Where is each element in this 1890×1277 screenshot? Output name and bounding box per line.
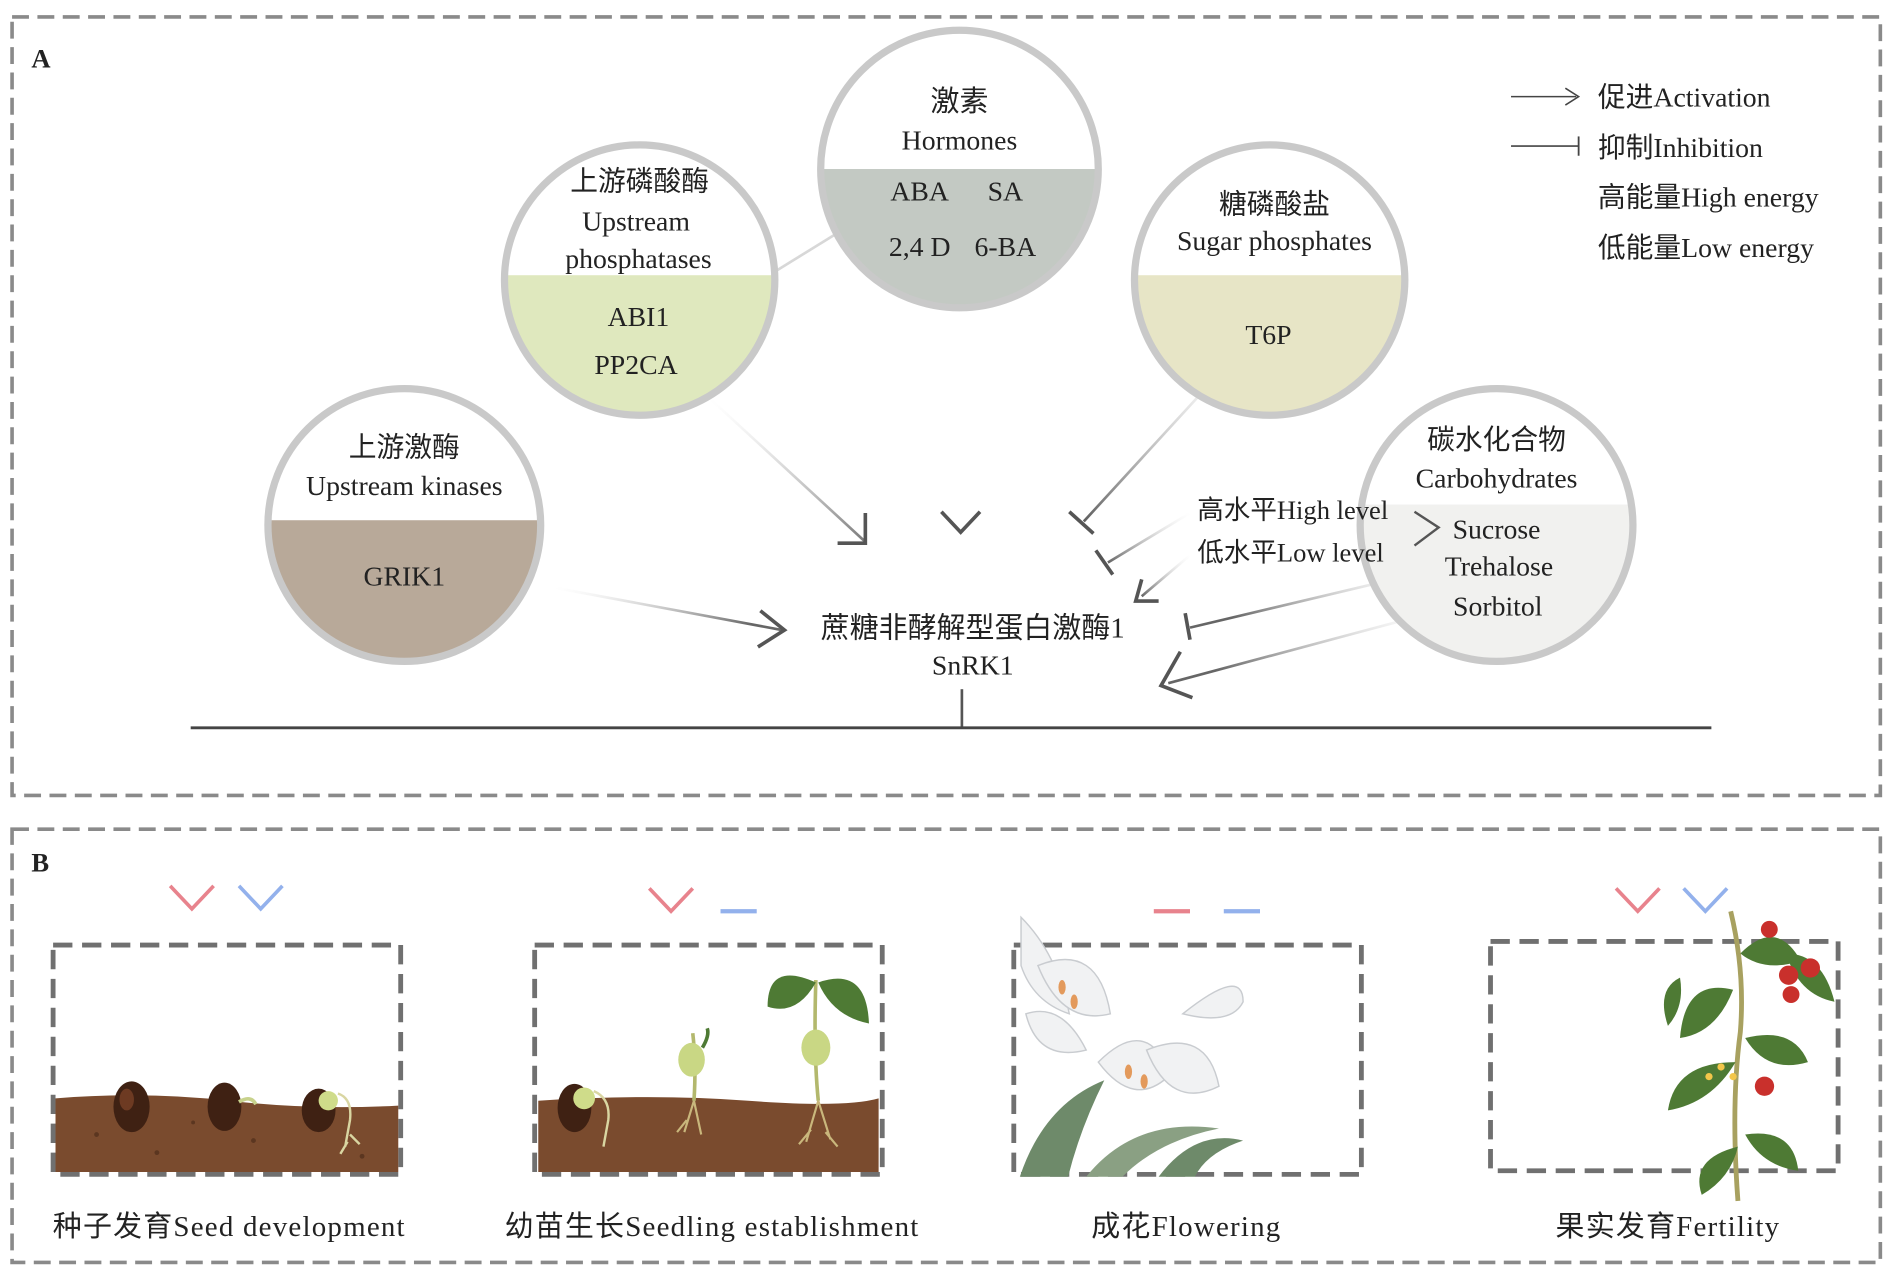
phosphatases-title-zh: 上游磷酸酶 <box>570 167 709 198</box>
tomato-plant-illustration <box>1488 910 1841 1202</box>
hormone-sa: SA <box>988 176 1023 207</box>
carbohydrate-trehalose: Trehalose <box>1445 552 1553 583</box>
sugar-phosphate-t6p: T6P <box>1245 320 1291 351</box>
legend-inhibition-bar-icon <box>1511 136 1580 156</box>
phosphatases-title-en-2: phosphatases <box>565 244 711 275</box>
hormones-to-snrk1-arrow <box>940 275 982 535</box>
carbohydrate-sucrose: Sucrose <box>1453 514 1541 545</box>
seedlings-illustration <box>532 942 885 1177</box>
flowering-low-energy-inhibition <box>1223 748 1260 914</box>
kinase-grik1: GRIK1 <box>363 561 445 592</box>
seed-low-energy-activation <box>237 748 284 912</box>
legend-activation-label: 促进Activation <box>1598 82 1771 113</box>
stage-seed-label: 种子发育Seed development <box>53 1211 406 1243</box>
high-level-inhibits-snrk1 <box>1094 511 1191 576</box>
seed-high-energy-activation <box>168 748 215 912</box>
hormone-6ba: 6-BA <box>975 232 1037 263</box>
hormones-title-zh: 激素 <box>931 86 989 118</box>
legend-inhibition-label: 抑制Inhibition <box>1598 133 1763 164</box>
legend: 促进Activation 抑制Inhibition 高能量High energy… <box>1511 82 1819 264</box>
lily-flowers-illustration <box>1011 915 1364 1177</box>
carbohydrate-sorbitol: Sorbitol <box>1453 592 1543 623</box>
low-level-label: 低水平Low level <box>1197 537 1384 567</box>
hormones-title-en: Hormones <box>902 126 1018 157</box>
sugar-phosphates-title-zh: 糖磷酸盐 <box>1219 190 1330 221</box>
panel-b-label: B <box>31 847 49 877</box>
kinases-node: 上游激酶 Upstream kinases GRIK1 <box>264 385 545 666</box>
stage-fertility-label: 果实发育Fertility <box>1556 1211 1781 1243</box>
sugar-phosphates-node: 糖磷酸盐 Sugar phosphates T6P <box>1130 141 1409 419</box>
sugar-phosphates-title-en: Sugar phosphates <box>1177 226 1372 257</box>
phosphatases-title-en-1: Upstream <box>582 207 690 238</box>
phosphatases-to-snrk1-arrow <box>708 397 868 545</box>
panel-a-label: A <box>31 44 50 74</box>
seedling-low-energy-inhibition <box>720 748 757 914</box>
hormone-24d: 2,4 D <box>889 232 951 263</box>
panel-a-frame <box>10 15 1883 798</box>
fertility-low-energy-activation <box>1682 748 1729 914</box>
carbohydrates-title-en: Carbohydrates <box>1416 464 1578 495</box>
legend-high-energy-label: 高能量High energy <box>1598 182 1819 213</box>
legend-low-energy-label: 低能量Low energy <box>1598 233 1814 264</box>
legend-activation-arrow-icon <box>1511 87 1581 106</box>
kinases-title-zh: 上游激酶 <box>349 432 460 463</box>
phosphatase-pp2ca: PP2CA <box>594 350 677 381</box>
fertility-high-energy-activation <box>1614 748 1661 914</box>
snrk1-label-en: SnRK1 <box>932 651 1014 682</box>
low-level-activates-snrk1 <box>1133 554 1191 603</box>
snrk1-label-zh: 蔗糖非酵解型蛋白激酶1 <box>821 612 1125 644</box>
germinating-seeds-illustration <box>50 942 404 1177</box>
seedling-high-energy-activation <box>647 748 695 914</box>
phosphatase-abi1: ABI1 <box>608 302 670 333</box>
kinases-to-snrk1-arrow <box>554 586 788 649</box>
hormones-node: 激素 Hormones ABA SA 2,4 D 6-BA <box>817 26 1102 312</box>
carbohydrates-title-zh: 碳水化合物 <box>1427 425 1566 456</box>
stage-flowering-label: 成花Flowering <box>1091 1211 1281 1243</box>
phosphatases-node: 上游磷酸酶 Upstream phosphatases ABI1 PP2CA <box>500 141 779 419</box>
sucrose-level-bracket <box>1413 510 1441 547</box>
carbohydrates-node: 碳水化合物 Carbohydrates Sucrose Trehalose So… <box>1356 385 1637 666</box>
stage-seedling-label: 幼苗生长Seedling establishment <box>505 1211 920 1243</box>
kinases-title-en: Upstream kinases <box>306 471 503 502</box>
panel-b-frame <box>10 827 1883 1265</box>
flowering-high-energy-inhibition <box>1153 748 1190 914</box>
high-level-label: 高水平High level <box>1197 495 1388 525</box>
hormone-aba: ABA <box>890 176 949 207</box>
